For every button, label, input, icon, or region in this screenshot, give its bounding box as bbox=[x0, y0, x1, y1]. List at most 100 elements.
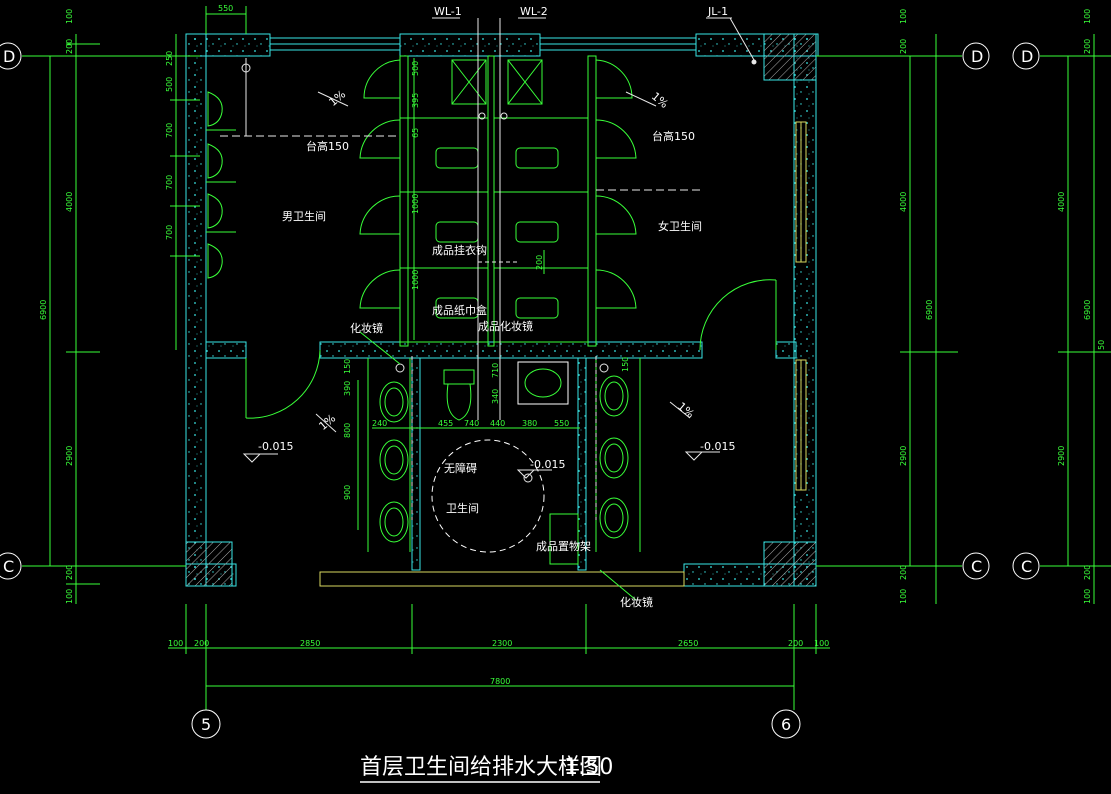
axis-bubble-texts: D C D C D C 5 6 bbox=[3, 47, 1033, 734]
dim-left-6900: 6900 bbox=[39, 300, 48, 320]
dim-left-100a: 100 bbox=[65, 9, 74, 24]
dim-left-4000: 4000 bbox=[65, 192, 74, 212]
dim-right-50: 50 bbox=[1097, 340, 1106, 350]
washbasins-left bbox=[379, 381, 409, 543]
wall-mid-right bbox=[775, 341, 797, 359]
axis-text-5: 5 bbox=[201, 715, 211, 734]
elevation-right: -0.015 bbox=[700, 440, 735, 453]
dim-int-1000a: 1000 bbox=[411, 194, 420, 214]
dim-bottom-200b: 200 bbox=[788, 639, 803, 648]
dim-int-710: 710 bbox=[491, 363, 500, 378]
dim-bottom-2850: 2850 bbox=[300, 639, 320, 648]
dim-int-550: 550 bbox=[554, 419, 569, 428]
axis-lines bbox=[22, 55, 962, 708]
elevation-center: -0.015 bbox=[530, 458, 565, 471]
room-label-female: 女卫生间 bbox=[658, 219, 702, 233]
windows bbox=[269, 37, 807, 587]
drawing-title: 首层卫生间给排水大样图 bbox=[360, 755, 602, 780]
dim-int-455: 455 bbox=[438, 419, 453, 428]
slope-bottom-left: 1% bbox=[317, 412, 339, 433]
dim-left-500: 500 bbox=[165, 77, 174, 92]
dim-left-700c: 700 bbox=[165, 225, 174, 240]
label-counter-right: 台高150 bbox=[652, 129, 695, 143]
accessible-basin bbox=[517, 361, 569, 405]
axis-bubble-d-right2 bbox=[1012, 42, 1040, 70]
pipes bbox=[220, 18, 757, 520]
fixtures bbox=[207, 59, 629, 553]
label-counter-left: 台高150 bbox=[306, 139, 349, 153]
label-mirror-left: 化妆镜 bbox=[350, 321, 383, 335]
dim-right-200a: 200 bbox=[899, 39, 908, 54]
pipe-riser-icon bbox=[241, 63, 251, 73]
title-block: 首层卫生间给排水大样图 1:50 bbox=[360, 755, 613, 783]
dim-right-100b: 100 bbox=[899, 589, 908, 604]
dim-right-6900b: 6900 bbox=[1083, 300, 1092, 320]
dim-right-200b: 200 bbox=[899, 565, 908, 580]
dim-int-150b: 150 bbox=[621, 357, 630, 372]
dim-int-200: 200 bbox=[535, 255, 544, 270]
dim-int-150a: 150 bbox=[343, 359, 352, 374]
dim-int-740: 740 bbox=[464, 419, 479, 428]
dim-bottom-7800: 7800 bbox=[490, 677, 510, 686]
axis-bubble-5 bbox=[191, 709, 221, 739]
axis-bubble-c-left bbox=[0, 552, 22, 580]
dim-left-700a: 700 bbox=[165, 123, 174, 138]
wall-left bbox=[185, 33, 207, 587]
wall-top-middle bbox=[399, 33, 541, 57]
dim-int-1000b: 1000 bbox=[411, 270, 420, 290]
dim-bottom-2300: 2300 bbox=[492, 639, 512, 648]
axis-text-d-left: D bbox=[3, 47, 15, 66]
dim-right-200c: 200 bbox=[1083, 39, 1092, 54]
dim-int-440: 440 bbox=[490, 419, 505, 428]
drawing-scale: 1:50 bbox=[564, 755, 613, 780]
wall-accessible-right bbox=[577, 357, 587, 571]
dim-int-240: 240 bbox=[372, 419, 387, 428]
pipe-labels: WL-1 WL-2 JL-1 bbox=[432, 5, 755, 61]
door-swing-right bbox=[699, 279, 777, 351]
dim-int-390: 390 bbox=[343, 381, 352, 396]
elevation-left: -0.015 bbox=[258, 440, 293, 453]
dim-int-65: 65 bbox=[411, 128, 420, 138]
room-label-male: 男卫生间 bbox=[282, 209, 326, 223]
mop-sink-1 bbox=[451, 59, 487, 105]
dim-right-100a: 100 bbox=[899, 9, 908, 24]
dim-right-6900a: 6900 bbox=[925, 300, 934, 320]
dim-right-100c: 100 bbox=[1083, 9, 1092, 24]
room-labels: 男卫生间 女卫生间 卫生间 无障碍 bbox=[282, 209, 702, 515]
dim-left-100b: 100 bbox=[65, 589, 74, 604]
dim-left-200b: 200 bbox=[65, 565, 74, 580]
wall-right bbox=[793, 33, 817, 587]
dim-left-2900: 2900 bbox=[65, 446, 74, 466]
axis-bubble-d-left bbox=[0, 42, 22, 70]
dim-top-550: 550 bbox=[218, 4, 233, 13]
label-mirror-bottom: 化妆镜 bbox=[620, 595, 653, 609]
axis-text-d-right1: D bbox=[971, 47, 983, 66]
slope-top-left: 1% bbox=[327, 88, 349, 109]
dim-bottom-100a: 100 bbox=[168, 639, 183, 648]
axis-text-c-right2: C bbox=[1021, 557, 1032, 576]
wall-top-left bbox=[185, 33, 271, 57]
axis-bubbles bbox=[0, 42, 1040, 739]
washbasins-right bbox=[599, 375, 629, 539]
dim-right-200d: 200 bbox=[1083, 565, 1092, 580]
slope-marks bbox=[242, 91, 720, 479]
pipe-label-jl1: JL-1 bbox=[707, 5, 728, 18]
accessible-toilet-bowl bbox=[446, 383, 472, 421]
dim-right-2900a: 2900 bbox=[899, 446, 908, 466]
accessible-toilet-tank bbox=[443, 369, 475, 385]
label-mirror-top: 成品化妆镜 bbox=[478, 319, 533, 333]
label-shelf: 成品置物架 bbox=[536, 539, 591, 553]
dim-int-340: 340 bbox=[491, 389, 500, 404]
column-top-right bbox=[763, 33, 817, 81]
dim-bottom-100b: 100 bbox=[814, 639, 829, 648]
room-label-accessible: 卫生间 bbox=[446, 501, 479, 515]
columns bbox=[185, 33, 817, 587]
urinals bbox=[207, 91, 223, 279]
dim-int-395: 395 bbox=[411, 93, 420, 108]
axis-text-c-right1: C bbox=[971, 557, 982, 576]
dim-left-200a: 200 bbox=[65, 39, 74, 54]
wall-mid-left bbox=[205, 341, 247, 359]
dim-int-500: 500 bbox=[411, 61, 420, 76]
door-swing-left bbox=[245, 349, 321, 419]
axis-bubble-d-right1 bbox=[962, 42, 990, 70]
